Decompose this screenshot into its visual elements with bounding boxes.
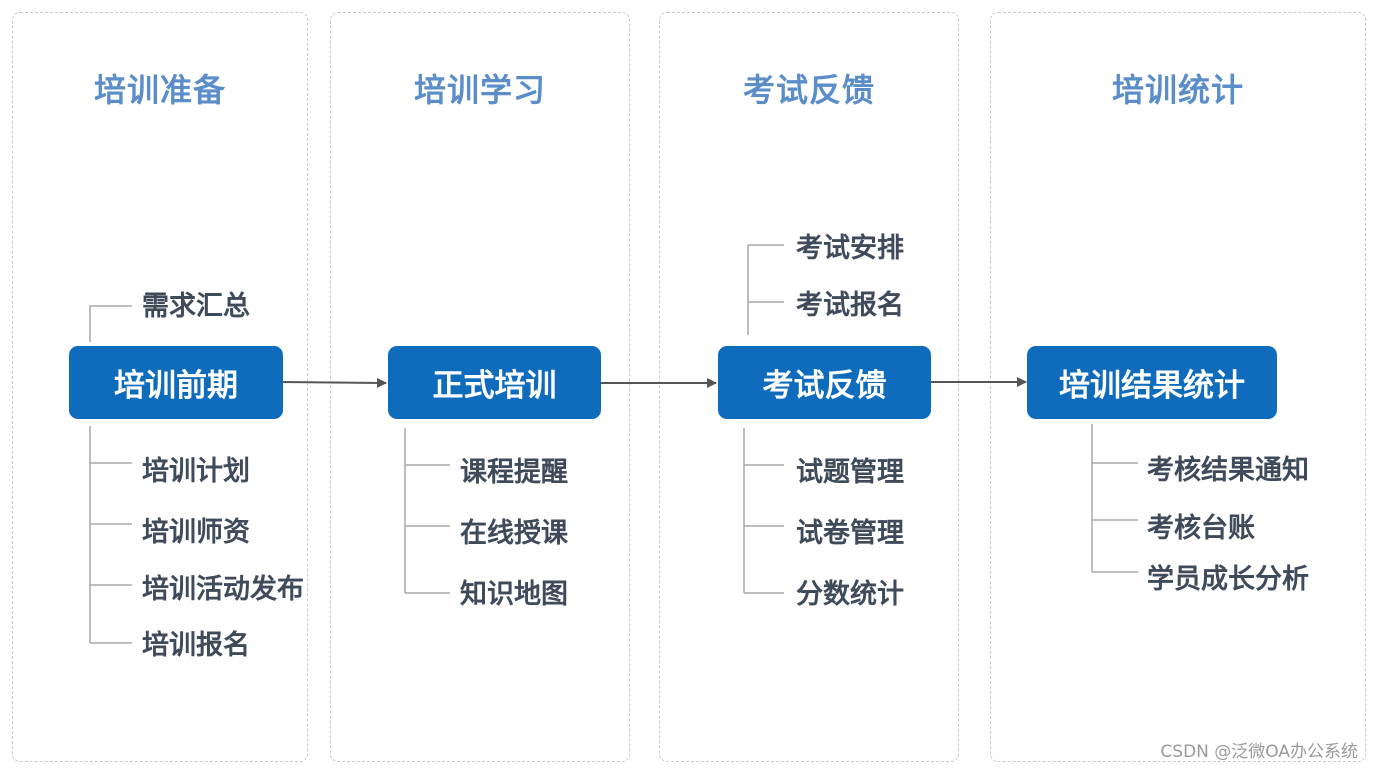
item-training-teachers: 培训师资 bbox=[142, 517, 250, 548]
lane-training-study: 培训学习 bbox=[330, 12, 630, 762]
lane-training-stats: 培训统计 bbox=[990, 12, 1366, 762]
flow-arrow-1 bbox=[282, 377, 387, 388]
lane-title: 培训学习 bbox=[413, 71, 546, 109]
item-trainee-growth-analysis: 学员成长分析 bbox=[1147, 564, 1309, 595]
item-assessment-result-notice: 考核结果通知 bbox=[1147, 455, 1309, 486]
stage-box-exam-feedback: 考试反馈 bbox=[718, 346, 931, 419]
item-training-signup: 培训报名 bbox=[142, 630, 250, 661]
item-exam-signup: 考试报名 bbox=[796, 290, 904, 321]
item-online-teaching: 在线授课 bbox=[460, 518, 568, 549]
item-score-statistics: 分数统计 bbox=[796, 579, 904, 610]
stage-box-result-stats: 培训结果统计 bbox=[1027, 346, 1277, 419]
lane-exam-feedback: 考试反馈 bbox=[659, 12, 959, 762]
item-paper-management: 试卷管理 bbox=[796, 518, 904, 549]
item-training-plan: 培训计划 bbox=[142, 456, 250, 487]
lane-title: 培训统计 bbox=[1111, 71, 1244, 109]
item-exam-schedule: 考试安排 bbox=[796, 233, 904, 264]
watermark-text: CSDN @泛微OA办公系统 bbox=[1160, 742, 1358, 762]
lane-training-prep: 培训准备 bbox=[12, 12, 308, 762]
branch-above-1 bbox=[89, 305, 132, 342]
stage-box-pre-training: 培训前期 bbox=[69, 346, 283, 419]
item-knowledge-map: 知识地图 bbox=[460, 579, 568, 610]
lane-title: 考试反馈 bbox=[742, 71, 875, 109]
lane-title: 培训准备 bbox=[93, 71, 226, 109]
item-question-management: 试题管理 bbox=[796, 457, 904, 488]
item-assessment-ledger: 考核台账 bbox=[1147, 513, 1255, 544]
item-course-reminder: 课程提醒 bbox=[460, 457, 568, 488]
stage-box-formal-training: 正式培训 bbox=[388, 346, 601, 419]
item-demand-summary: 需求汇总 bbox=[142, 291, 250, 322]
item-training-activity-publish: 培训活动发布 bbox=[142, 574, 304, 605]
